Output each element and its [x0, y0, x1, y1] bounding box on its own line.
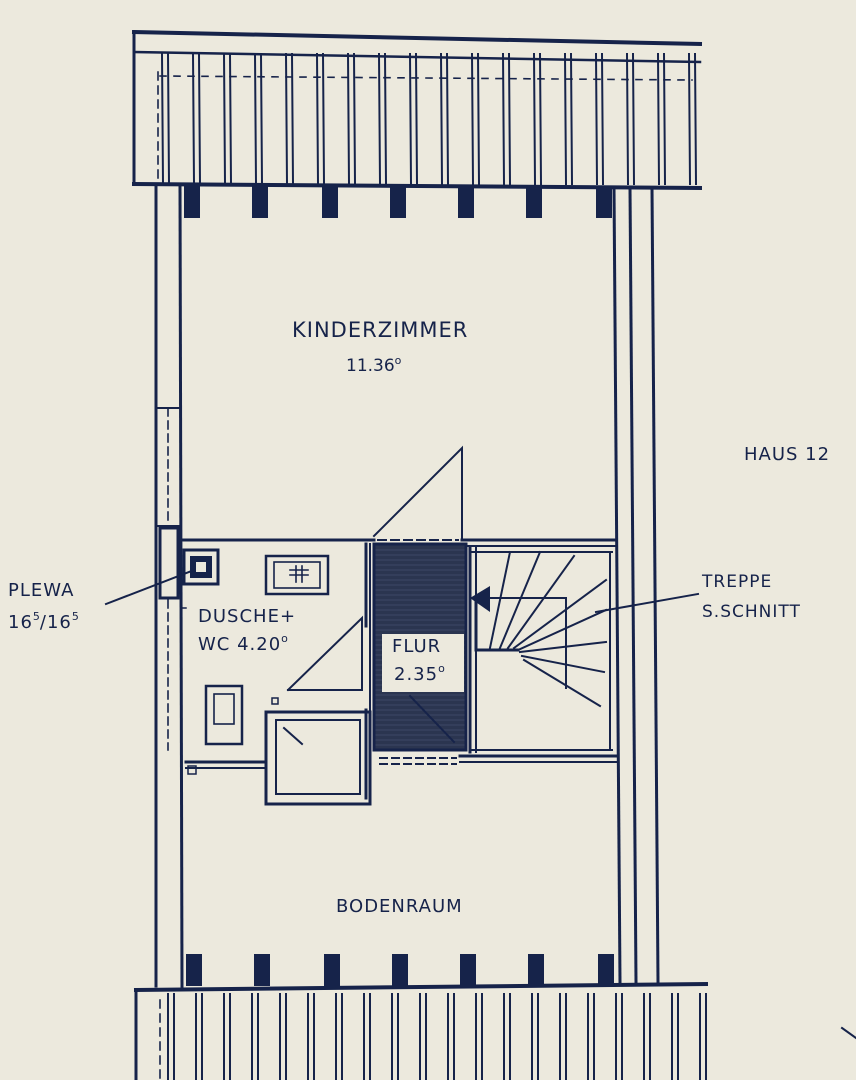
haus-label: HAUS 12	[744, 444, 831, 465]
bodenraum-label: BODENRAUM	[336, 896, 463, 917]
window-left	[155, 407, 181, 751]
plewa-leader	[104, 568, 196, 606]
roof-bottom	[133, 981, 709, 1080]
flur-label: FLUR	[392, 636, 442, 657]
plewa-label: PLEWA	[8, 580, 75, 601]
outer-walls	[154, 184, 660, 988]
interior-walls	[178, 445, 618, 806]
kinderzimmer-label: KINDERZIMMER	[292, 318, 469, 342]
treppe-schnitt-label: S.SCHNITT	[702, 602, 801, 622]
plewa-dim-a: 16	[8, 612, 33, 633]
plewa-dim-b: /16	[39, 612, 72, 633]
roof-top	[131, 29, 703, 191]
flur-area-value: 2.35	[394, 664, 439, 685]
kinderzimmer-area-value: 11.36	[346, 356, 395, 376]
plewa-dimension: 165/165	[8, 610, 79, 633]
kinderzimmer-area: 11.36o	[346, 354, 402, 376]
kinderzimmer-area-unit: o	[394, 354, 402, 367]
flur-area-unit: o	[438, 662, 445, 675]
treppe-label: TREPPE	[702, 572, 773, 592]
plewa-dim-b-sup: 5	[71, 610, 79, 623]
dusche-area-value: WC 4.20	[198, 634, 282, 655]
dusche-area: WC 4.20o	[198, 632, 288, 655]
ceiling-joists	[184, 186, 614, 986]
dusche-label: DUSCHE+	[198, 606, 297, 627]
plewa-dim-a-sup: 5	[32, 610, 40, 623]
dusche-area-unit: o	[281, 632, 288, 645]
sanitary-fixtures	[181, 548, 330, 775]
treppe-leader	[594, 592, 700, 614]
stair-treads	[470, 550, 608, 708]
flur-area: 2.35o	[394, 662, 445, 685]
